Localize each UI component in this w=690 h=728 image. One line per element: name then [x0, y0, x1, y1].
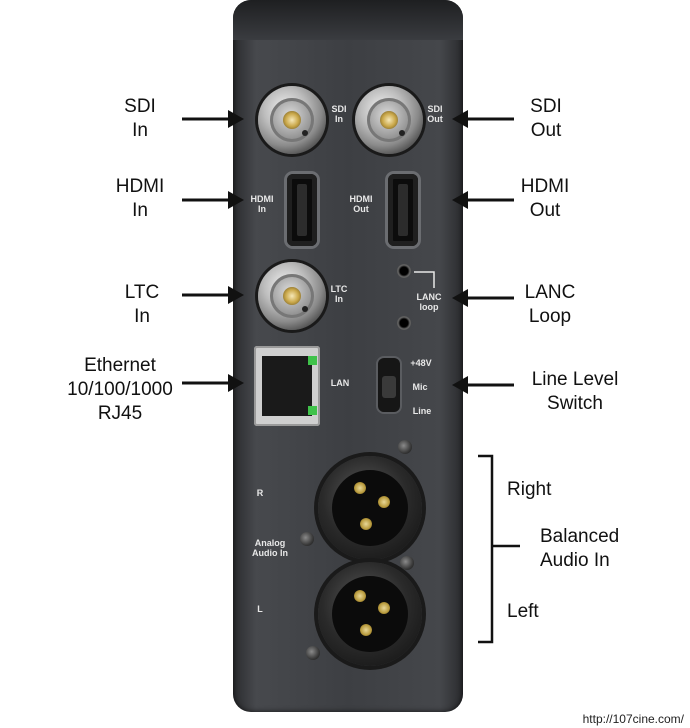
- panel-label-line: Line: [412, 406, 432, 416]
- xlr-left-connector: [318, 562, 422, 666]
- sdi-in-connector: [258, 86, 326, 154]
- panel-label-48v: +48V: [410, 358, 432, 368]
- screw: [306, 646, 320, 660]
- lanc-jack-bottom: [397, 316, 411, 330]
- screw: [398, 440, 412, 454]
- panel-label-l: L: [257, 604, 263, 614]
- watermark: http://107cine.com/: [582, 712, 684, 726]
- arrow-lanc-loop: [452, 289, 514, 307]
- panel-label-mic: Mic: [412, 382, 428, 392]
- panel-label-r: R: [256, 488, 264, 498]
- sdi-out-connector: [355, 86, 423, 154]
- balanced-audio-bracket: [478, 454, 520, 644]
- arrow-ltc-in: [182, 286, 244, 304]
- screw: [400, 556, 414, 570]
- arrow-sdi-in: [182, 110, 244, 128]
- hdmi-in-port: [287, 174, 317, 246]
- arrow-line-level-switch: [452, 376, 514, 394]
- lanc-jack-top: [397, 264, 411, 278]
- hdmi-out-port: [388, 174, 418, 246]
- device-top-edge: [233, 0, 463, 40]
- xlr-right-connector: [318, 456, 422, 560]
- label-left: Left: [507, 601, 539, 622]
- screw: [300, 532, 314, 546]
- arrow-hdmi-out: [452, 191, 514, 209]
- panel-label-lan: LAN: [330, 378, 350, 388]
- arrow-sdi-out: [452, 110, 514, 128]
- arrow-ethernet: [182, 374, 244, 392]
- label-right: Right: [507, 479, 552, 500]
- line-level-switch: [378, 358, 400, 412]
- lanc-bracket: [414, 271, 435, 288]
- arrow-hdmi-in: [182, 191, 244, 209]
- ltc-in-connector: [258, 262, 326, 330]
- ethernet-rj45-port: [254, 346, 320, 426]
